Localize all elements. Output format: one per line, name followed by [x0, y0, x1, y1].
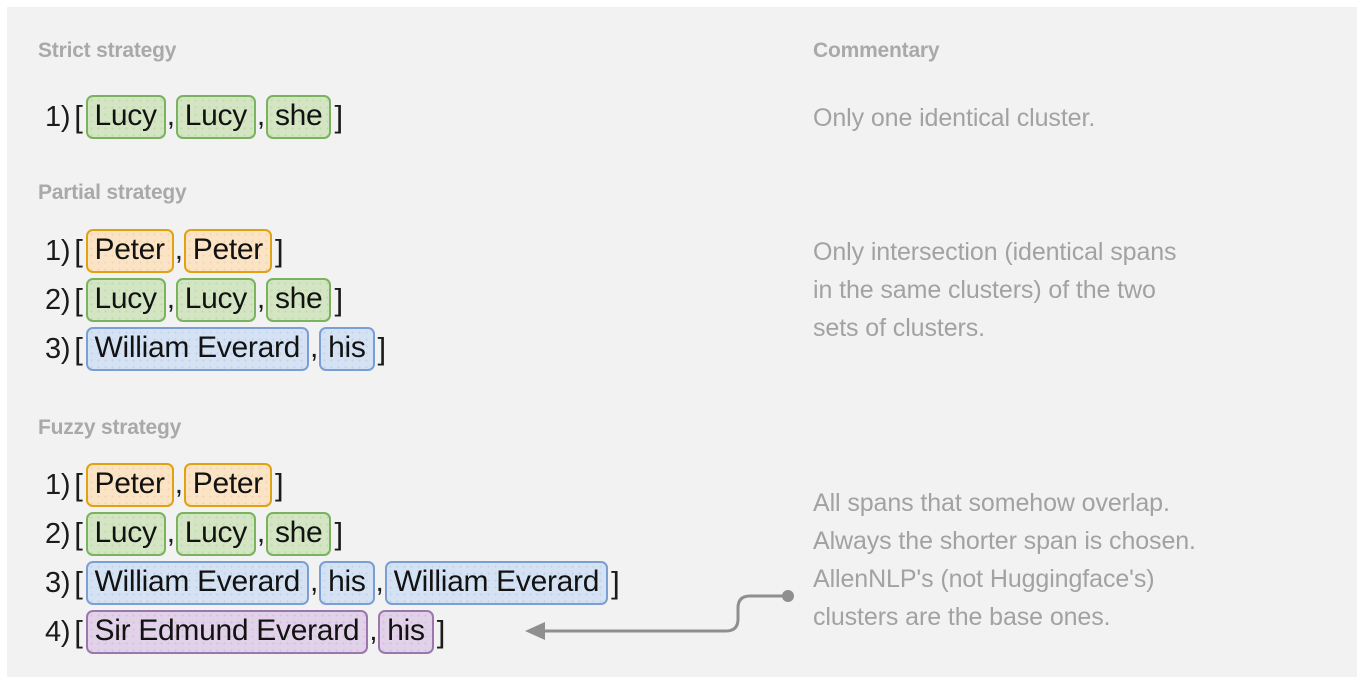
- commentary-line: AllenNLP's (not Huggingface's): [813, 565, 1155, 593]
- commentary-line: in the same clusters) of the two: [813, 276, 1156, 304]
- commentary-line: Always the shorter span is chosen.: [813, 527, 1196, 555]
- span-separator: ,: [310, 331, 319, 364]
- bracket-close: ]: [334, 282, 343, 317]
- commentary-line: Only one identical cluster.: [813, 104, 1096, 132]
- bracket-open: [: [74, 331, 83, 366]
- span-chip: William Everard: [85, 561, 310, 605]
- span-chip: she: [265, 95, 332, 139]
- span-separator: ,: [369, 614, 378, 647]
- commentary-partial: Only intersection (identical spans in th…: [813, 233, 1333, 347]
- bracket-close: ]: [275, 233, 284, 268]
- cluster-index: 2): [45, 517, 71, 550]
- commentary-header: Commentary: [813, 39, 940, 62]
- span-chip: Lucy: [175, 512, 256, 556]
- commentary-fuzzy: All spans that somehow overlap. Always t…: [813, 484, 1333, 636]
- span-chip: Peter: [183, 463, 272, 507]
- bracket-close: ]: [334, 516, 343, 551]
- span-chip: his: [378, 610, 434, 654]
- bracket-open: [: [74, 282, 83, 317]
- span-separator: ,: [256, 282, 265, 315]
- bracket-open: [: [74, 614, 83, 649]
- commentary-line: sets of clusters.: [813, 314, 985, 342]
- span-chip: his: [319, 561, 375, 605]
- cluster-row: 1) [ Lucy , Lucy , she ]: [45, 95, 343, 139]
- strategies-column: Strict strategy 1) [ Lucy , Lucy , she ]…: [7, 7, 797, 677]
- cluster-row: 4) [ Sir Edmund Everard , his ]: [45, 610, 445, 654]
- cluster-row: 3) [ William Everard , his , William Eve…: [45, 561, 620, 605]
- bracket-open: [: [74, 565, 83, 600]
- section-title-strict: Strict strategy: [38, 39, 177, 62]
- span-separator: ,: [375, 565, 384, 598]
- cluster-index: 1): [45, 100, 71, 133]
- commentary-line: All spans that somehow overlap.: [813, 489, 1170, 517]
- span-chip: Lucy: [85, 95, 166, 139]
- commentary-line: clusters are the base ones.: [813, 603, 1111, 631]
- cluster-index: 1): [45, 234, 71, 267]
- bracket-open: [: [74, 516, 83, 551]
- span-chip: Lucy: [85, 278, 166, 322]
- commentary-column: Commentary Only one identical cluster. O…: [805, 7, 1357, 677]
- cluster-row: 3) [ William Everard , his ]: [45, 327, 386, 371]
- span-chip: Lucy: [85, 512, 166, 556]
- span-chip: Peter: [85, 463, 174, 507]
- span-separator: ,: [166, 99, 175, 132]
- span-separator: ,: [166, 282, 175, 315]
- span-chip: Peter: [85, 229, 174, 273]
- commentary-strict: Only one identical cluster.: [813, 99, 1333, 137]
- span-separator: ,: [166, 516, 175, 549]
- span-separator: ,: [174, 233, 183, 266]
- span-chip: Peter: [183, 229, 272, 273]
- span-chip: Lucy: [175, 278, 256, 322]
- span-separator: ,: [256, 99, 265, 132]
- bracket-close: ]: [611, 565, 620, 600]
- cluster-index: 2): [45, 283, 71, 316]
- diagram-canvas: Strict strategy 1) [ Lucy , Lucy , she ]…: [7, 7, 1357, 677]
- bracket-close: ]: [275, 467, 284, 502]
- cluster-index: 4): [45, 615, 71, 648]
- span-chip: Lucy: [175, 95, 256, 139]
- cluster-row: 1) [ Peter , Peter ]: [45, 229, 284, 273]
- span-chip: she: [265, 278, 332, 322]
- cluster-index: 3): [45, 566, 71, 599]
- cluster-index: 3): [45, 332, 71, 365]
- bracket-open: [: [74, 467, 83, 502]
- bracket-close: ]: [436, 614, 446, 649]
- span-chip: Sir Edmund Everard: [85, 610, 369, 654]
- cluster-row: 1) [ Peter , Peter ]: [45, 463, 284, 507]
- cluster-row: 2) [ Lucy , Lucy , she ]: [45, 512, 343, 556]
- section-title-partial: Partial strategy: [38, 181, 187, 204]
- bracket-open: [: [74, 233, 83, 268]
- bracket-open: [: [74, 99, 83, 134]
- cluster-row: 2) [ Lucy , Lucy , she ]: [45, 278, 343, 322]
- span-separator: ,: [310, 565, 319, 598]
- section-title-fuzzy: Fuzzy strategy: [38, 416, 182, 439]
- span-chip: William Everard: [85, 327, 310, 371]
- span-chip: she: [265, 512, 332, 556]
- bracket-close: ]: [377, 331, 387, 366]
- bracket-close: ]: [334, 99, 343, 134]
- span-separator: ,: [174, 467, 183, 500]
- cluster-index: 1): [45, 468, 71, 501]
- span-separator: ,: [256, 516, 265, 549]
- span-chip: his: [319, 327, 375, 371]
- commentary-line: Only intersection (identical spans: [813, 238, 1177, 266]
- span-chip: William Everard: [384, 561, 609, 605]
